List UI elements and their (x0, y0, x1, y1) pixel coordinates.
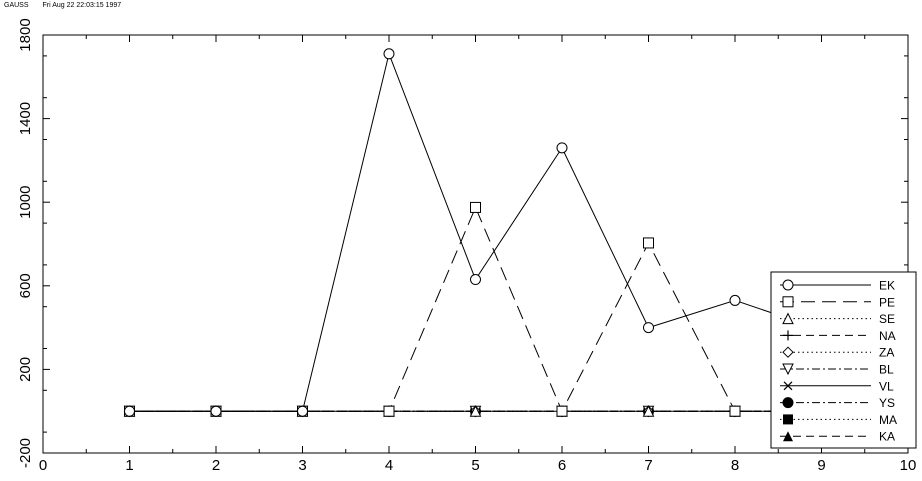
legend-marker (783, 431, 793, 442)
legend-item-ek: EK (780, 279, 895, 293)
plot-header: GAUSS Fri Aug 22 22:03:15 1997 (4, 1, 135, 10)
x-tick-label: 8 (731, 457, 739, 474)
legend-label: SE (879, 312, 895, 326)
legend-marker (783, 330, 793, 341)
data-point-ek (556, 142, 568, 154)
legend-item-za: ZA (780, 346, 894, 360)
legend-label: YS (879, 396, 895, 410)
legend-marker (782, 296, 794, 308)
legend-item-bl: BL (780, 363, 894, 377)
legend-label: NA (879, 329, 896, 343)
legend-marker (782, 363, 794, 376)
legend-label: KA (879, 430, 895, 444)
legend-label: EK (879, 279, 895, 293)
data-point-ek (729, 294, 741, 306)
x-tick-label: 1 (125, 457, 133, 474)
x-tick-label: 10 (900, 457, 917, 474)
legend-marker (782, 397, 794, 409)
legend-item-na: NA (780, 329, 896, 343)
plot-timestamp: Fri Aug 22 22:03:15 1997 (42, 2, 122, 9)
legend: EK PE SE NA ZA BL VL YS MA KA (770, 271, 917, 449)
legend-item-vl: VL (780, 379, 894, 393)
legend-label: BL (879, 363, 894, 377)
x-tick-label: 3 (298, 457, 306, 474)
legend-marker (783, 414, 793, 425)
app-name: GAUSS (4, 2, 29, 9)
x-tick-label: 9 (817, 457, 825, 474)
legend-marker (782, 312, 794, 325)
data-point-ek (124, 405, 135, 417)
data-point-se (642, 405, 655, 417)
x-tick-label: 7 (644, 457, 652, 474)
data-point-ek (643, 322, 654, 334)
y-tick-label: 1800 (17, 18, 34, 51)
legend-label: VL (879, 379, 894, 393)
legend-item-pe: PE (780, 295, 895, 309)
data-point-pe (470, 201, 481, 213)
legend-marker (782, 279, 794, 291)
x-tick-label: 2 (212, 457, 220, 474)
data-point-se (469, 405, 482, 417)
data-point-pe (556, 405, 568, 417)
legend-label: PE (879, 295, 895, 309)
legend-item-ys: YS (780, 396, 895, 410)
legend-marker (783, 381, 793, 391)
legend-label: ZA (879, 346, 894, 360)
data-point-pe (729, 405, 741, 417)
legend-item-se: SE (780, 312, 895, 326)
y-tick-label: 600 (17, 273, 34, 298)
x-tick-label: 4 (385, 457, 393, 474)
y-tick-label: 200 (17, 357, 34, 382)
x-tick-label: 5 (471, 457, 479, 474)
data-point-ek (210, 405, 222, 417)
axes: 0 1 2 3 4 5 6 7 8 9 10 -200 200 600 1000 1400 1800 (17, 18, 916, 474)
legend-label: MA (879, 413, 897, 427)
data-point-pe (643, 237, 654, 249)
data-point-ek (470, 274, 481, 286)
x-tick-label: 0 (39, 457, 47, 474)
data-point-ek (383, 48, 395, 60)
y-tick-label: 1000 (17, 186, 34, 219)
legend-item-ka: KA (780, 430, 895, 444)
y-tick-label: 1400 (17, 102, 34, 135)
data-point-ek (297, 405, 308, 417)
y-tick-label: -200 (17, 438, 34, 468)
data-point-pe (383, 405, 395, 417)
legend-marker (782, 346, 794, 358)
x-tick-label: 6 (558, 457, 566, 474)
legend-item-ma: MA (780, 413, 897, 427)
